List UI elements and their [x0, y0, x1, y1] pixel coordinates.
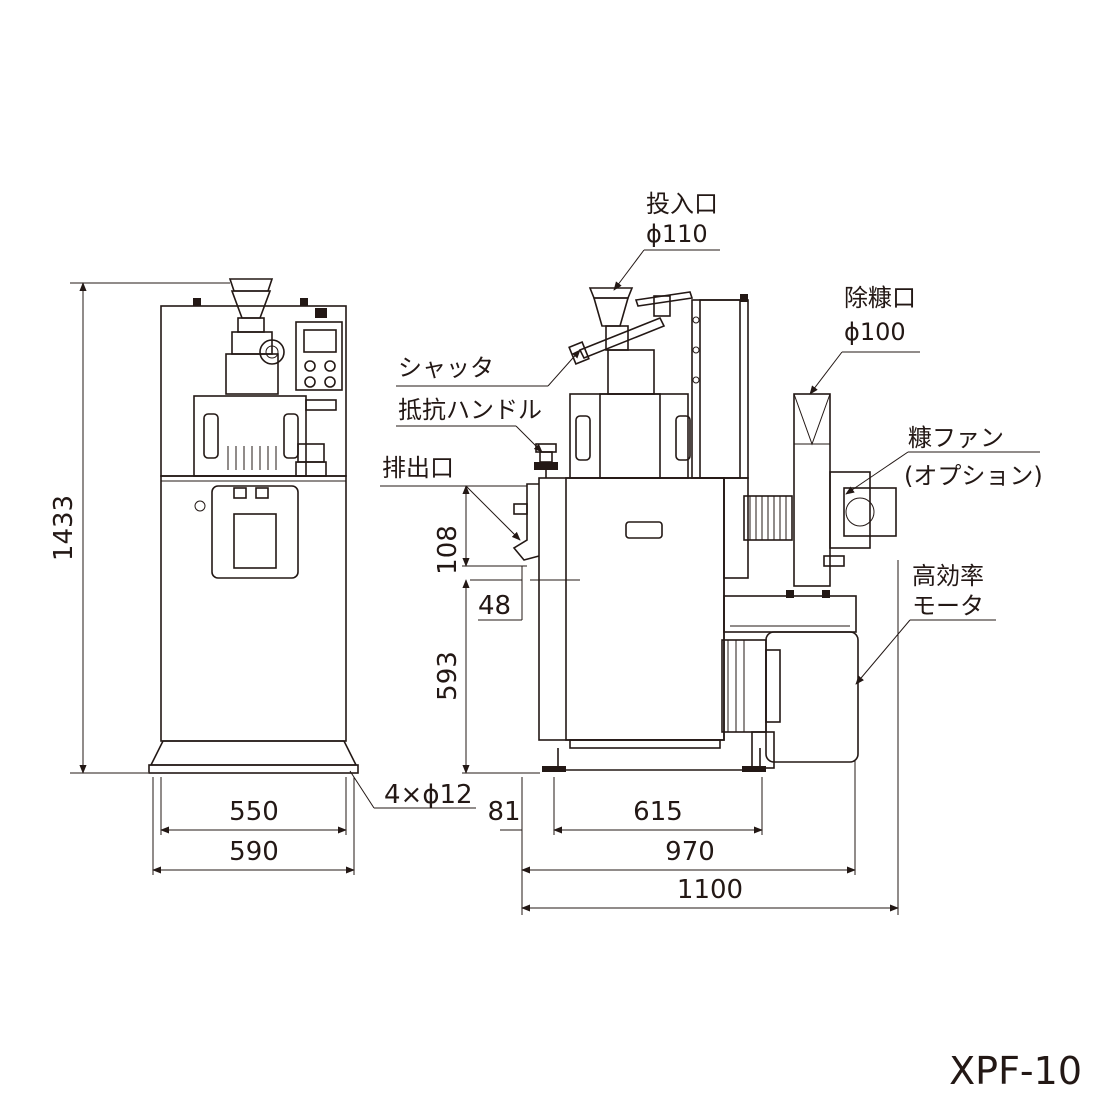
dim-front-inner: 550: [229, 797, 279, 827]
dim-side-with-motor: 970: [665, 837, 715, 867]
dim-outlet-height: 108: [433, 525, 463, 575]
front-lower-cabinet: [160, 475, 347, 742]
front-hopper: [228, 278, 274, 292]
label-inlet: 投入口: [646, 190, 718, 218]
motor-support: [723, 595, 857, 633]
label-option: (オプション): [904, 462, 1043, 490]
label-motor-line2: モータ: [912, 592, 984, 620]
model-name: XPF-10: [949, 1049, 1082, 1093]
label-outlet: 排出口: [382, 454, 454, 482]
label-inlet-dia: ϕ110: [646, 220, 708, 248]
front-mill-chamber: [193, 395, 307, 477]
label-resist-handle: 抵抗ハンドル: [398, 396, 542, 424]
leader-lines: [380, 249, 1040, 685]
label-bran-fan: 糠ファン: [908, 424, 1004, 452]
label-motor-line1: 高効率: [912, 562, 984, 590]
label-shutter: シャッタ: [398, 354, 494, 382]
front-base: [149, 740, 358, 766]
dim-side-body: 615: [633, 797, 683, 827]
front-dimensions: [70, 282, 476, 875]
side-hopper: [588, 287, 634, 299]
shutter-rod: [578, 316, 666, 360]
dim-height: 1433: [49, 495, 79, 561]
front-access-panel: [211, 485, 299, 579]
front-view: [148, 278, 359, 774]
dim-outlet-depth: 48: [478, 591, 511, 621]
outlet-chute: [512, 483, 540, 561]
side-view: [512, 287, 897, 772]
dim-side-offset: 81: [487, 797, 520, 827]
side-mill-chamber: [569, 393, 689, 479]
dim-side-total: 1100: [677, 875, 743, 905]
dim-front-outer: 590: [229, 837, 279, 867]
label-bran-outlet-dia: ϕ100: [844, 318, 906, 346]
dim-base-height: 593: [433, 651, 463, 701]
side-dimensions: [462, 485, 899, 915]
dim-bolts: 4×ϕ12: [384, 780, 473, 810]
label-bran-outlet: 除糠口: [844, 284, 916, 312]
